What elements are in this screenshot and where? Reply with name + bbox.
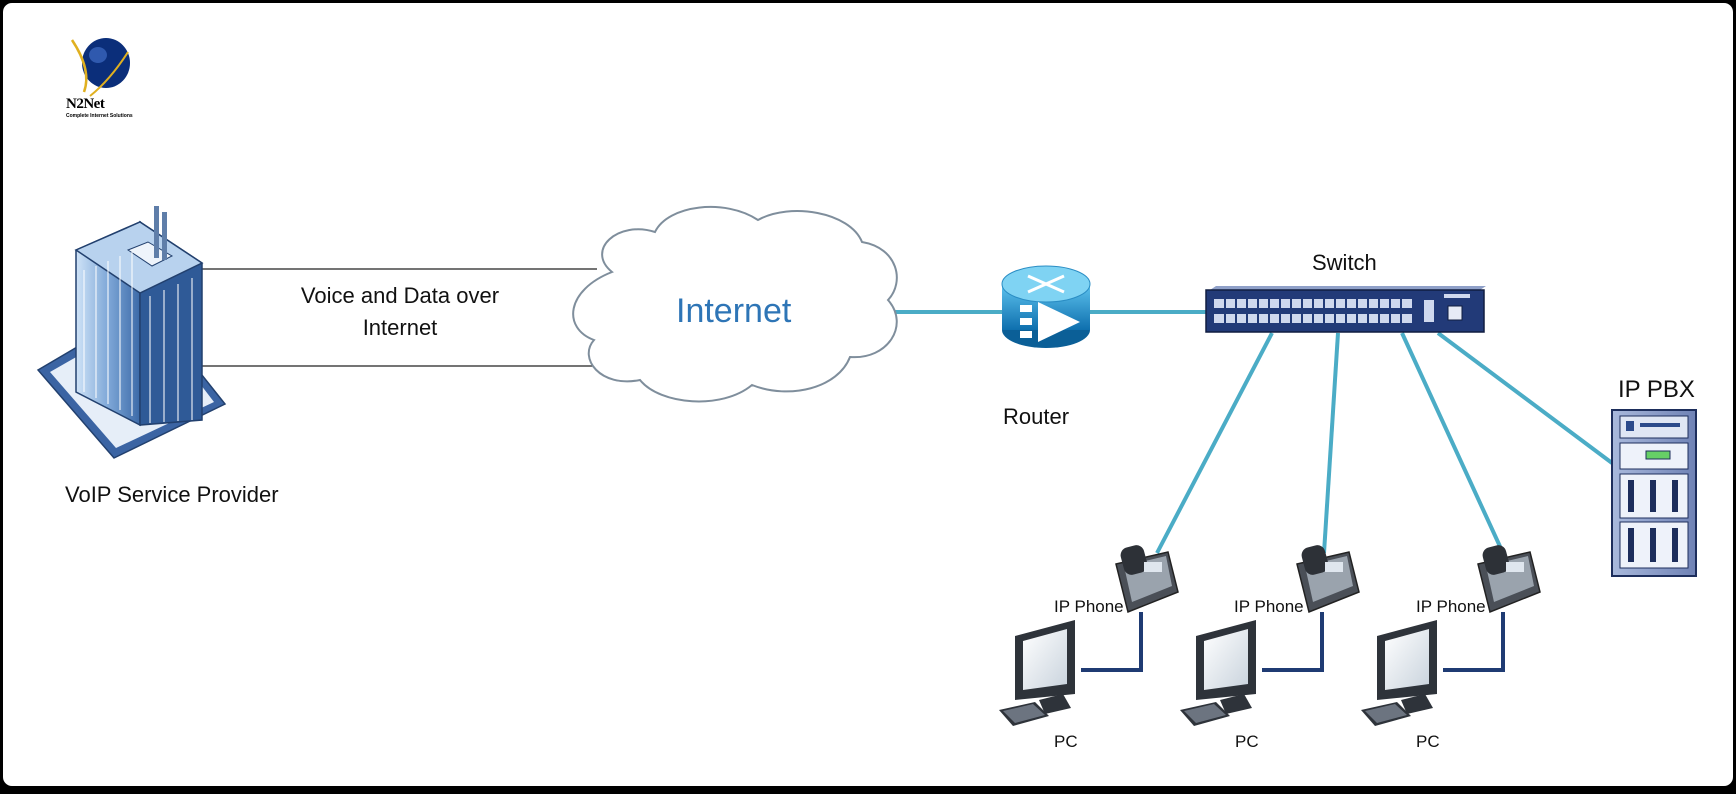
uplink-lines — [895, 310, 1614, 554]
provider-link-lines — [201, 268, 597, 367]
pc-label: PC — [1235, 732, 1259, 751]
building-icon — [36, 206, 227, 459]
switch-label: Switch — [1312, 250, 1377, 275]
ip-phone-icon — [1115, 545, 1179, 614]
link-label: Voice and Data over Internet — [300, 283, 500, 340]
pc-label: PC — [1416, 732, 1440, 751]
phone-pc-lines — [1081, 612, 1505, 672]
ip-phone-icon — [1477, 545, 1541, 614]
pc-icon — [999, 620, 1075, 726]
ip-phone-icon — [1296, 545, 1360, 614]
router-label: Router — [1003, 404, 1070, 429]
pc-icon — [1180, 620, 1256, 726]
cloud-icon — [572, 205, 898, 403]
logo-tagline: Complete Internet Solutions — [66, 113, 133, 119]
provider-label: VoIP Service Provider — [65, 482, 279, 507]
internet-label: Internet — [676, 292, 792, 330]
ip-phone-label: IP Phone — [1234, 597, 1304, 616]
pbx-rack-icon — [1611, 409, 1697, 577]
pc-label: PC — [1054, 732, 1078, 751]
ip-phone-label: IP Phone — [1416, 597, 1486, 616]
ip-phone-label: IP Phone — [1054, 597, 1124, 616]
logo-name: N2Net — [66, 96, 105, 112]
logo-globe-icon — [70, 38, 130, 97]
router-icon — [1001, 265, 1091, 348]
pc-icon — [1361, 620, 1437, 726]
pbx-label: IP PBX — [1618, 376, 1695, 403]
switch-icon — [1205, 286, 1486, 333]
